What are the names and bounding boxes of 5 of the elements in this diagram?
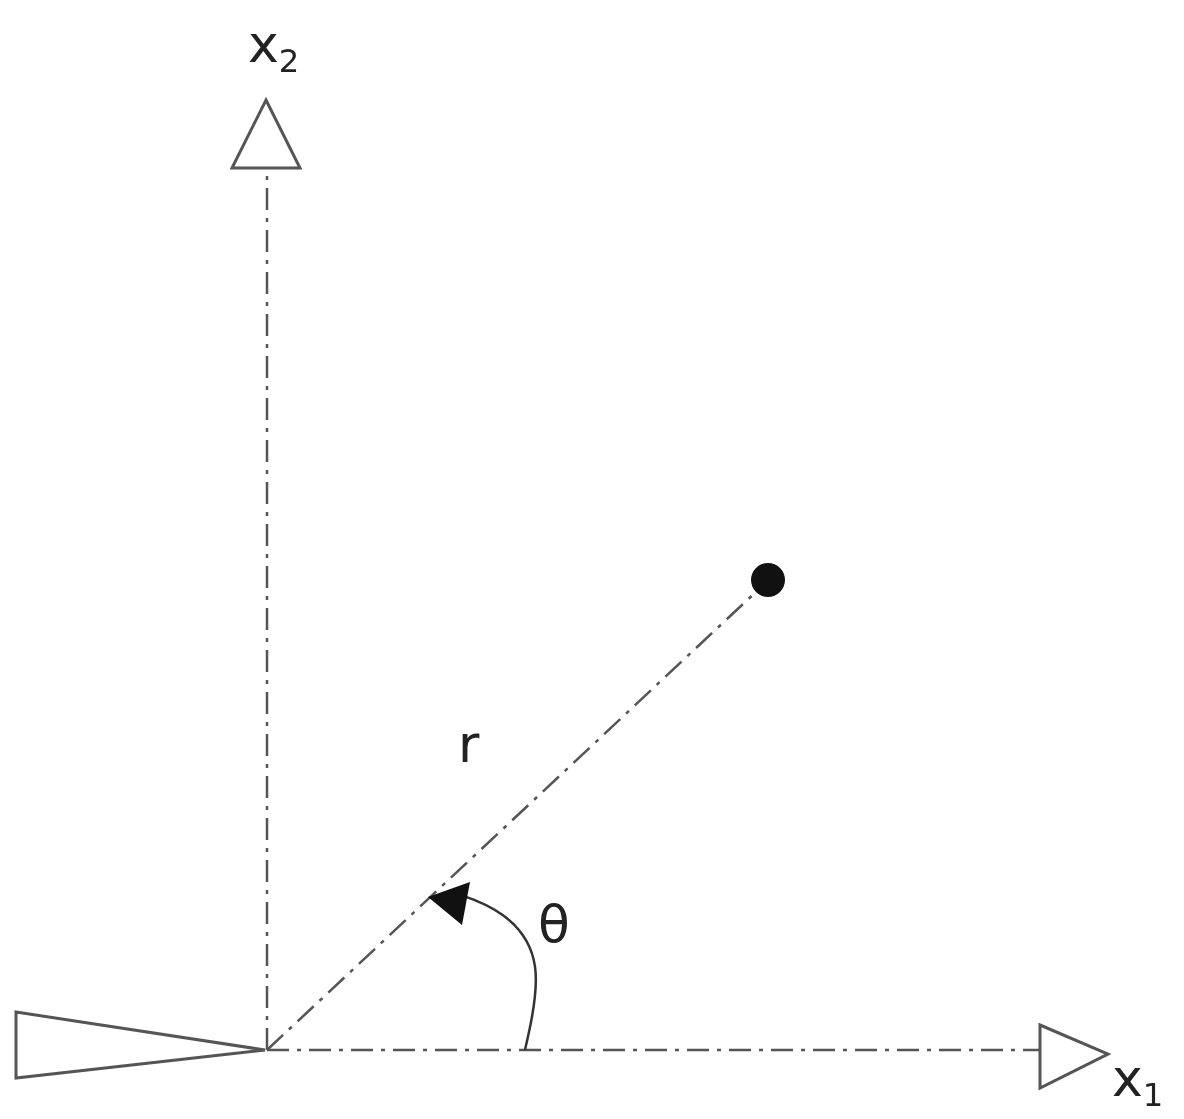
angle-label: θ <box>538 898 570 950</box>
axis-label: x$_{1}$ <box>1112 1052 1164 1111</box>
axis-label: x$_{2}$ <box>248 18 300 77</box>
crack-wedge <box>14 1010 267 1080</box>
radius-label: r <box>458 718 480 770</box>
